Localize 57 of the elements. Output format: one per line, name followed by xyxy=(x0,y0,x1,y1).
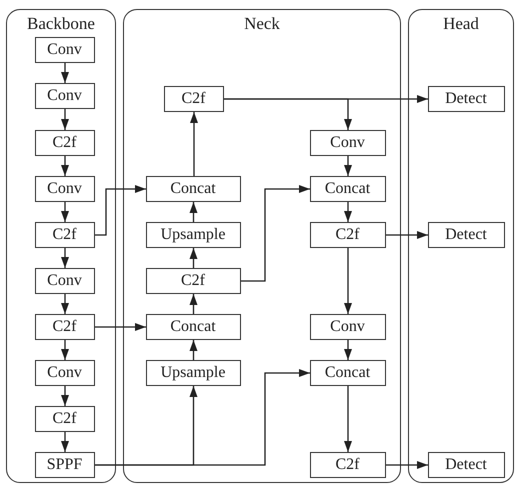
arrow xyxy=(344,386,352,452)
arrow xyxy=(190,340,198,360)
layer-box: C2f xyxy=(34,406,94,432)
layer-box: Concat xyxy=(310,176,386,202)
arrow xyxy=(61,202,69,222)
arrow xyxy=(386,461,428,469)
arrow xyxy=(61,156,69,176)
arrow xyxy=(190,202,198,222)
layer-box: C2f xyxy=(34,130,94,156)
neck-panel xyxy=(123,9,401,483)
arrow xyxy=(61,432,69,452)
arrow xyxy=(241,185,310,282)
layer-box: C2f xyxy=(310,222,386,248)
layer-box: Conv xyxy=(34,82,94,108)
layer-box: Detect xyxy=(428,452,504,478)
layer-box: C2f xyxy=(146,268,240,294)
arrow xyxy=(95,323,146,331)
arrow xyxy=(344,156,352,176)
arrow xyxy=(61,248,69,268)
arrow xyxy=(61,63,69,83)
head-panel xyxy=(408,9,514,483)
arrow xyxy=(190,112,198,176)
arrow xyxy=(344,202,352,222)
layer-box: C2f xyxy=(34,222,94,248)
panel-title: Backbone xyxy=(26,14,96,34)
layer-box: Conv xyxy=(310,130,386,156)
layer-box: Conv xyxy=(34,176,94,202)
layer-box: Upsample xyxy=(146,360,240,386)
layer-box: Detect xyxy=(428,222,504,248)
arrow xyxy=(224,98,352,130)
layer-box: Detect xyxy=(428,86,504,112)
layer-box: Conv xyxy=(34,36,94,62)
panel-title: Neck xyxy=(243,14,281,34)
arrow xyxy=(95,369,310,466)
arrow xyxy=(61,340,69,360)
backbone-panel xyxy=(6,9,116,483)
layer-box: Concat xyxy=(310,360,386,386)
layer-box: Conv xyxy=(34,268,94,294)
layer-box: C2f xyxy=(164,86,224,112)
arrow xyxy=(190,248,198,268)
layer-box: Conv xyxy=(310,314,386,340)
arrow xyxy=(61,109,69,130)
arrow xyxy=(190,294,198,314)
layer-box: C2f xyxy=(34,314,94,340)
arrow xyxy=(344,340,352,360)
arrow xyxy=(61,294,69,314)
arrow xyxy=(344,248,352,314)
arrow xyxy=(61,386,69,406)
layer-box: Upsample xyxy=(146,222,240,248)
layer-box: C2f xyxy=(310,452,386,478)
layer-box: Concat xyxy=(146,176,240,202)
panel-title: Head xyxy=(442,14,480,34)
layer-box: Concat xyxy=(146,314,240,340)
layer-box: SPPF xyxy=(34,452,94,478)
layer-box: Conv xyxy=(34,360,94,386)
arrow xyxy=(95,185,146,236)
arrow xyxy=(386,231,428,239)
